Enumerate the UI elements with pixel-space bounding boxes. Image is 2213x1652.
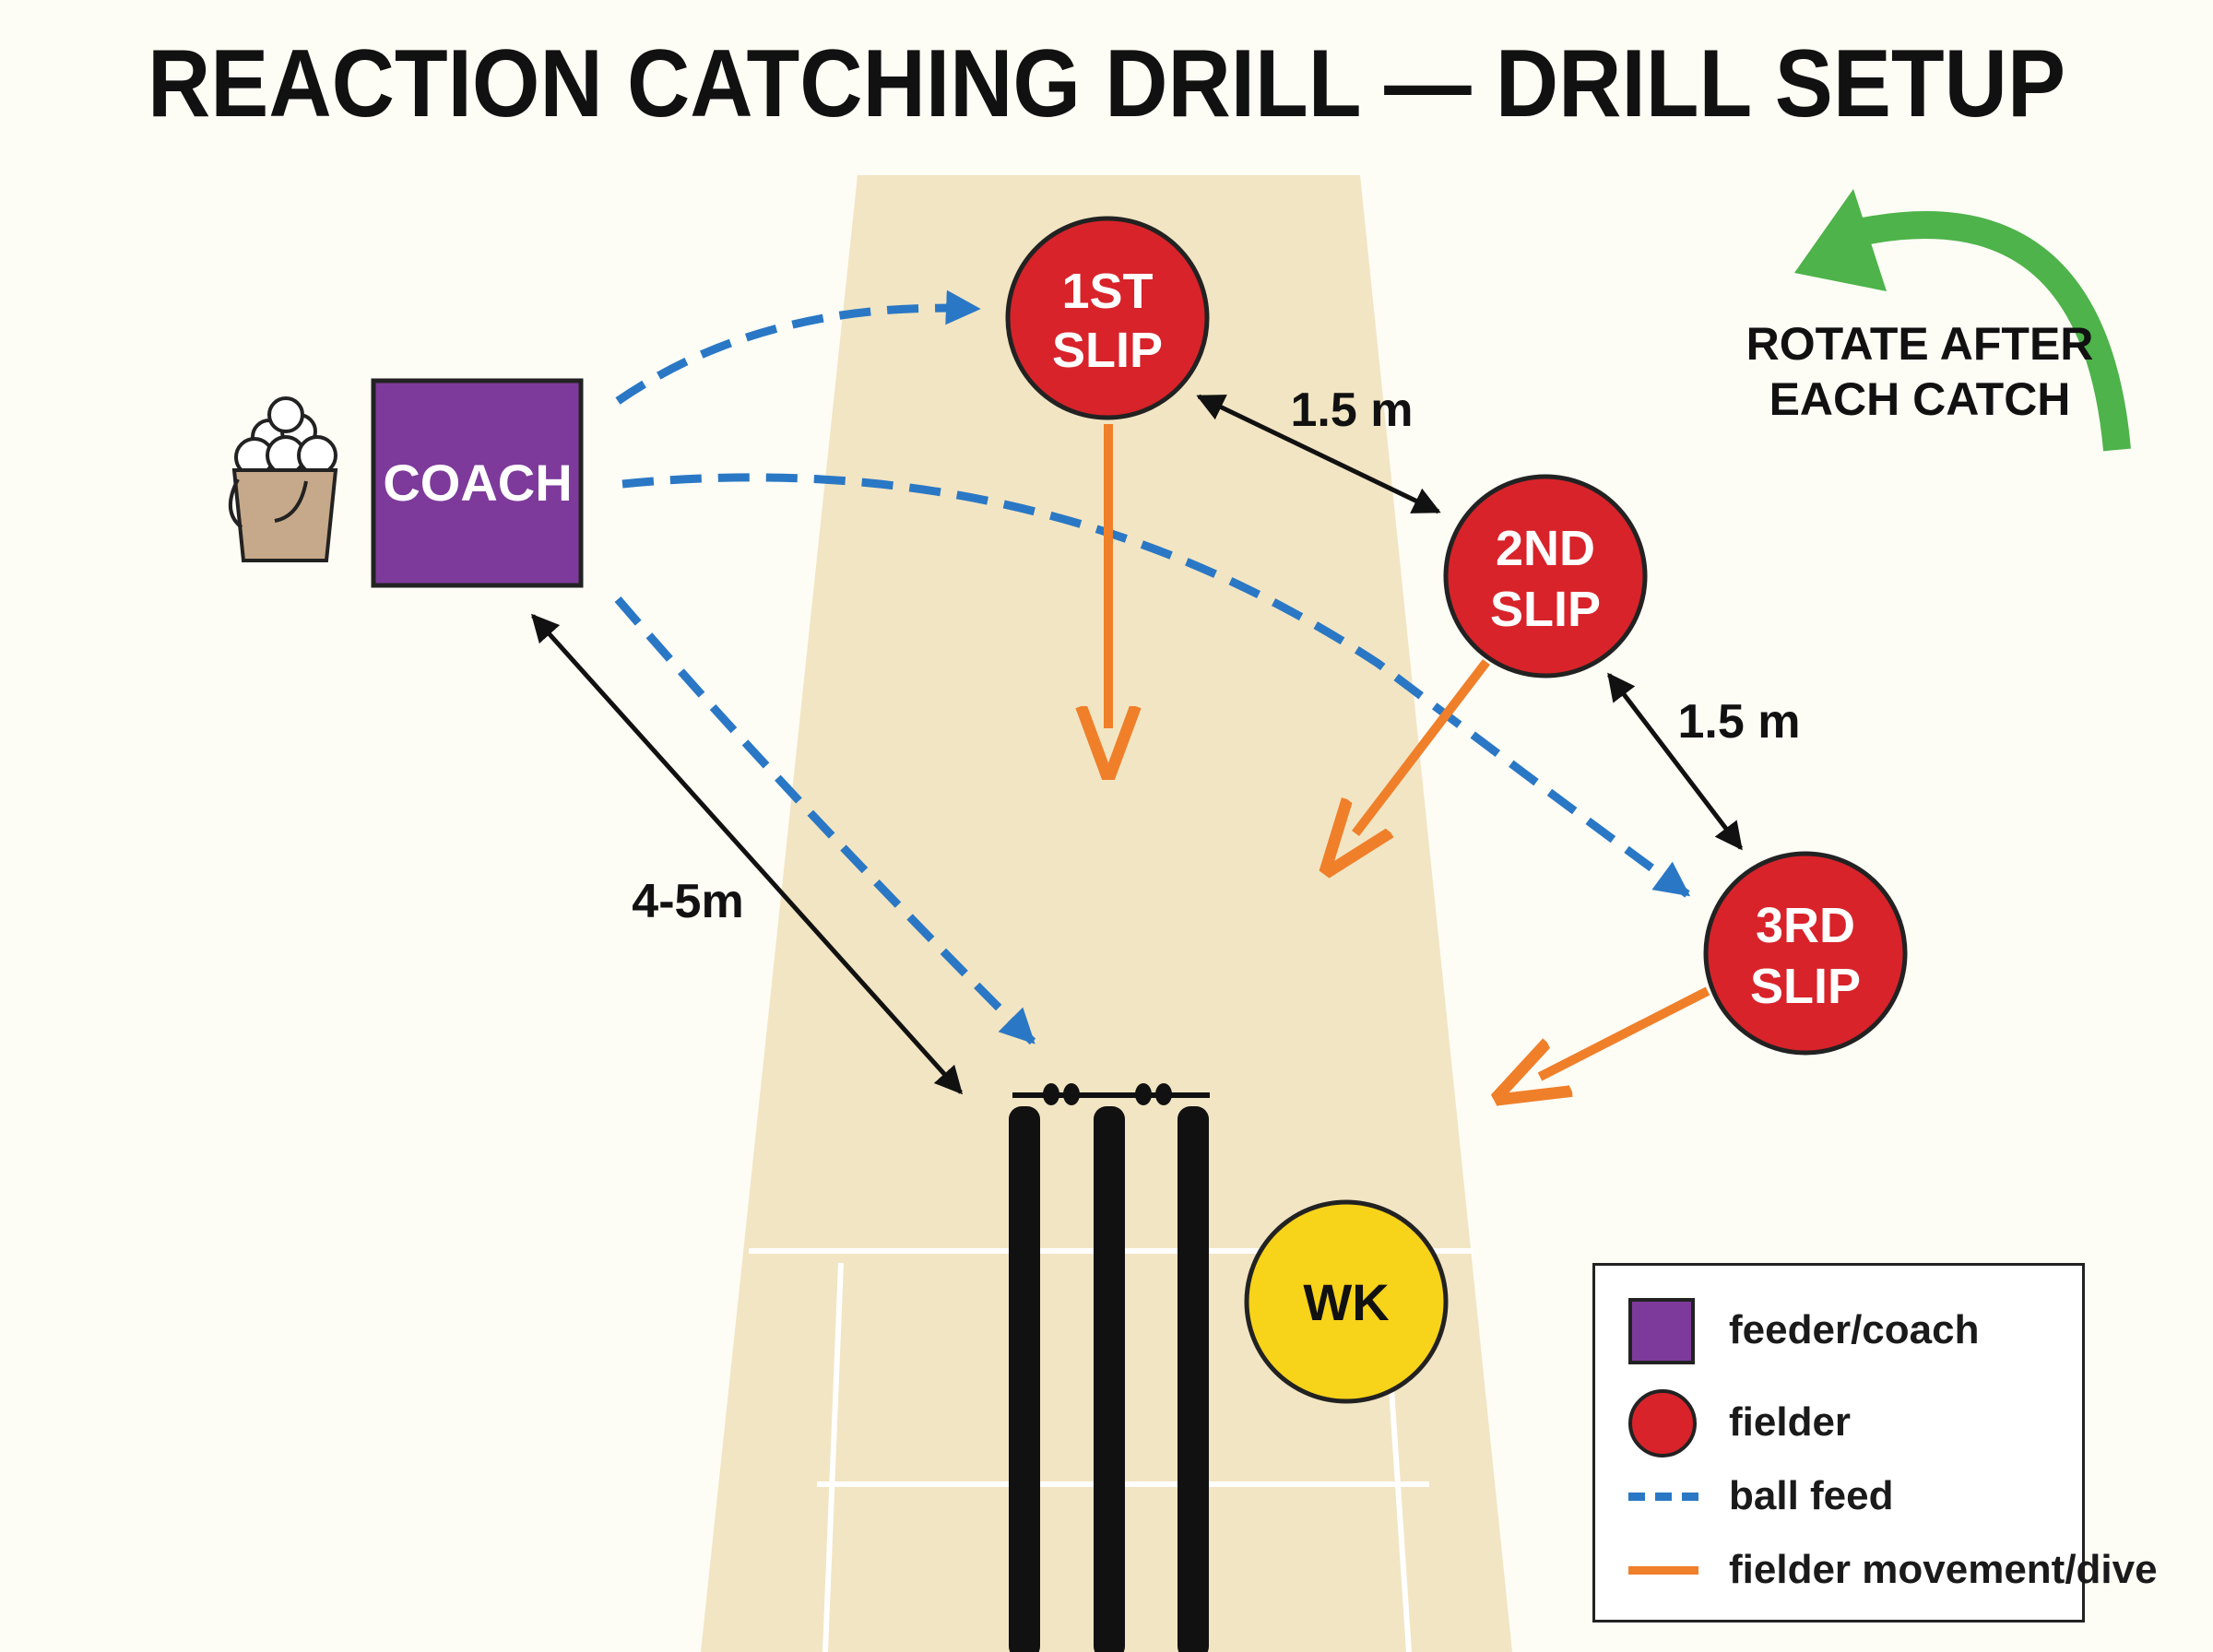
ball-bucket-icon (229, 396, 338, 562)
page-title: REACTION CATCHING DRILL — DRILL SETUP (148, 30, 2065, 137)
bail-knob (1155, 1083, 1172, 1105)
legend-item-movement: fielder movement/dive (1595, 1533, 2158, 1607)
legend: feeder/coach fielder ball feed fielder m… (1592, 1263, 2158, 1622)
bail-knob (1063, 1083, 1080, 1105)
slip-gap-arrow-2 (1607, 672, 1743, 851)
coach-to-stumps-arrow (530, 613, 964, 1095)
coach-label: COACH (383, 454, 572, 512)
wicket-keeper-label: WK (1303, 1273, 1389, 1331)
stumps (1009, 1083, 1210, 1652)
feed-to-first-slip (615, 289, 981, 405)
legend-swatch-solid (1628, 1566, 1698, 1575)
legend-label-movement: fielder movement/dive (1729, 1547, 2158, 1592)
coach-marker (371, 378, 584, 588)
stump-right (1178, 1106, 1209, 1652)
legend-item-fielder: fielder (1595, 1386, 2082, 1459)
rotate-arrow-icon (1794, 189, 2131, 452)
fielder-third-slip-line2: SLIP (1750, 959, 1861, 1014)
fielder-first-slip-line1: 1ST (1061, 264, 1153, 319)
slip-gap-label-1: 1.5 m (1291, 384, 1414, 437)
legend-label-feeder: feeder/coach (1729, 1307, 1980, 1352)
stump-left (1009, 1106, 1040, 1652)
legend-item-feeder: feeder/coach (1595, 1293, 2082, 1367)
fielder-third-slip-line1: 3RD (1756, 898, 1855, 953)
fielder-second-slip-line2: SLIP (1490, 582, 1601, 637)
legend-item-ball-feed: ball feed (1595, 1459, 2082, 1533)
fielder-first-slip-line2: SLIP (1052, 323, 1163, 378)
bail-knob (1135, 1083, 1152, 1105)
third-slip-dive (1540, 986, 1710, 1077)
second-slip-dive (1355, 658, 1490, 833)
bail-knob (1043, 1083, 1059, 1105)
legend-swatch-dashed (1628, 1493, 1698, 1501)
legend-label-fielder: fielder (1729, 1399, 1852, 1445)
return-crease-left (822, 1262, 844, 1652)
rotate-note-line2: EACH CATCH (1769, 373, 2071, 425)
stump-middle (1094, 1106, 1125, 1652)
legend-swatch-circle (1628, 1389, 1697, 1457)
fielder-second-slip: 2ND SLIP (1443, 474, 1648, 678)
fielder-second-slip-line1: 2ND (1496, 521, 1595, 576)
legend-label-ball-feed: ball feed (1729, 1473, 1894, 1518)
legend-swatch-square (1628, 1298, 1695, 1364)
fielder-third-slip: 3RD SLIP (1703, 851, 1908, 1056)
fielder-first-slip: 1ST SLIP (1005, 216, 1210, 420)
slip-gap-label-2: 1.5 m (1678, 695, 1801, 749)
distance-markers (530, 394, 1743, 1095)
wicket-keeper: WK (1244, 1199, 1449, 1404)
feed-to-third-slip (621, 473, 1691, 898)
slip-gap-arrow-1 (1196, 394, 1441, 514)
movement-lines (1108, 424, 1710, 1077)
coach-distance-label: 4-5m (632, 875, 743, 928)
rotate-note-line1: ROTATE AFTER (1746, 318, 2094, 370)
